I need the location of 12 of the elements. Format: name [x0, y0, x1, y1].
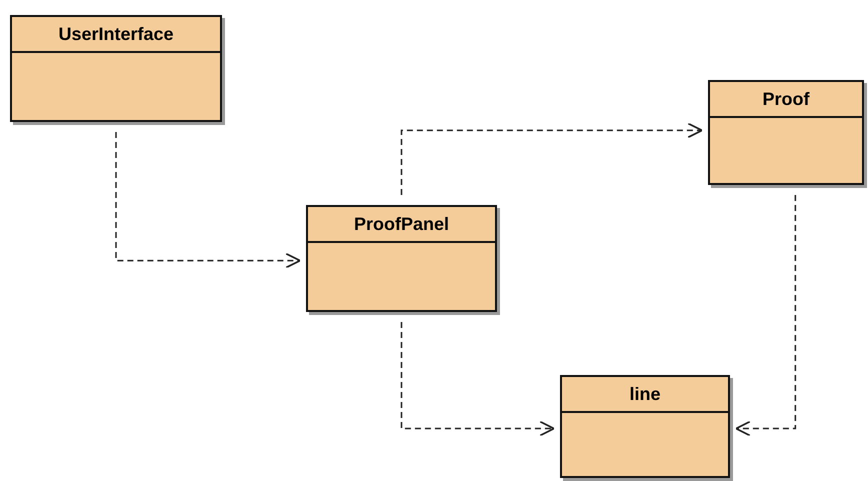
class-name: UserInterface	[12, 17, 220, 53]
dependency-arrow	[400, 122, 703, 195]
dependency-arrow	[115, 132, 301, 269]
class-name: ProofPanel	[308, 207, 495, 243]
class-box	[708, 80, 864, 185]
class-box	[10, 15, 222, 122]
class-box	[560, 375, 730, 478]
dependency-arrow	[735, 195, 796, 436]
dependency-arrow	[400, 322, 555, 436]
class-name: Proof	[710, 82, 862, 118]
class-name: line	[562, 377, 728, 413]
class-box	[306, 205, 497, 312]
